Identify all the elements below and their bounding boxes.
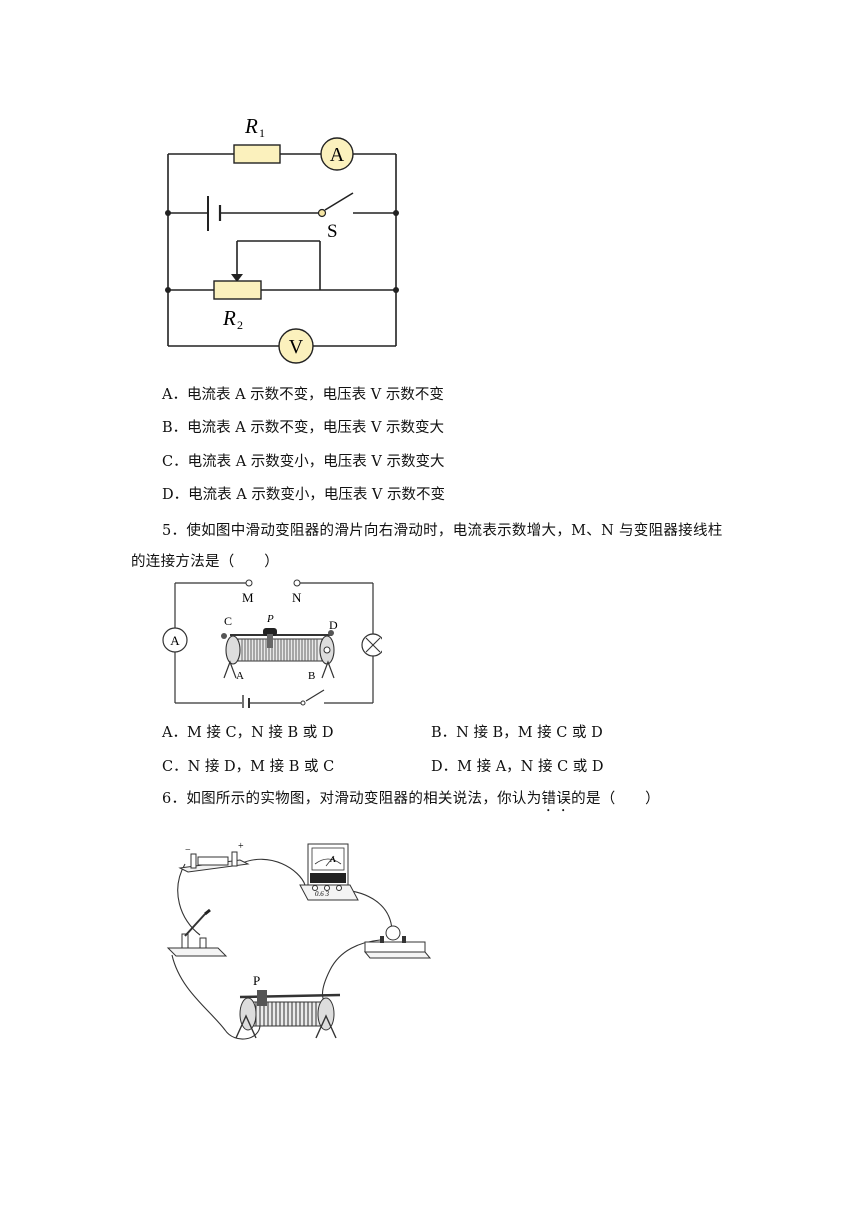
- q4-option-c: C．电流表 A 示数变小，电压表 V 示数变大: [162, 454, 445, 470]
- resistor-r1-icon: [233, 144, 281, 164]
- ammeter-scale-label: 0.6 3: [315, 890, 330, 898]
- q5-option-a: A．M 接 C，N 接 B 或 D: [162, 725, 334, 741]
- lamp-icon: [361, 633, 382, 657]
- slider-p-label: P: [266, 613, 274, 625]
- q5-option-d: D．M 接 A，N 接 C 或 D: [431, 759, 604, 775]
- lamp-device-icon: [363, 925, 432, 959]
- ammeter-icon: [162, 627, 188, 653]
- voltmeter-icon: [278, 328, 314, 364]
- r2-label: R: [222, 306, 236, 330]
- terminal-n-label: N: [292, 590, 302, 605]
- battery-plus-label: +: [238, 841, 244, 852]
- q6-text-emphasis: 错误: [541, 791, 572, 807]
- terminal-n-icon: [293, 579, 301, 587]
- q4-option-b: B．电流表 A 示数不变，电压表 V 示数变大: [162, 420, 445, 436]
- terminal-d-label: D: [329, 618, 338, 632]
- q5-question-line1: 5．使如图中滑动变阻器的滑片向右滑动时，电流表示数增大，M、N 与变阻器接线柱: [162, 523, 723, 539]
- terminal-m-icon: [245, 579, 253, 587]
- q4-option-a: A．电流表 A 示数不变，电压表 V 示数不变: [162, 387, 444, 403]
- rheostat-slider-p-label: P: [253, 973, 260, 988]
- battery-minus-label: −: [185, 845, 191, 856]
- q6-text-before: 6．如图所示的实物图，对滑动变阻器的相关说法，你认为: [162, 791, 542, 807]
- r1-label: R: [244, 114, 258, 138]
- voltmeter-label: V: [289, 336, 304, 358]
- q4-option-d: D．电流表 A 示数变小，电压表 V 示数不变: [162, 487, 446, 503]
- q6-text-after: 的是（ ）: [571, 791, 660, 807]
- rheostat-device-icon: [235, 990, 341, 1039]
- q4-circuit-diagram: A V R 1 R 2 S: [165, 114, 399, 364]
- ammeter-label: A: [170, 633, 180, 648]
- slider-arrow-icon: [231, 274, 243, 282]
- ammeter-device-icon: [299, 843, 359, 901]
- ammeter-device-label: A: [330, 855, 336, 864]
- r1-subscript: 1: [259, 126, 265, 140]
- rheostat-r2-icon: [213, 280, 262, 300]
- switch-contact-icon: [300, 700, 306, 706]
- terminal-c-label: C: [224, 614, 232, 628]
- switch-contact-icon: [317, 208, 327, 218]
- q5-option-c: C．N 接 D，M 接 B 或 C: [162, 759, 335, 775]
- knife-switch-icon: [166, 908, 228, 957]
- q6-question: 6．如图所示的实物图，对滑动变阻器的相关说法，你认为错误的是（ ）: [162, 787, 660, 815]
- terminal-m-label: M: [242, 590, 254, 605]
- ammeter-icon: [320, 137, 354, 171]
- q5-option-b: B．N 接 B，M 接 C 或 D: [431, 725, 603, 741]
- q5-rheostat-circuit: M N A: [162, 579, 382, 708]
- ammeter-label: A: [330, 144, 345, 166]
- rheostat-icon: [221, 628, 335, 679]
- terminal-b-label: B: [308, 670, 315, 682]
- terminal-a-label: A: [236, 670, 244, 682]
- q5-question-line2: 的连接方法是（ ）: [131, 554, 279, 570]
- battery-icon: [178, 851, 250, 873]
- switch-label: S: [327, 221, 338, 242]
- q6-physical-circuit: − + A 0.6 3: [166, 841, 432, 1040]
- r2-subscript: 2: [237, 318, 243, 332]
